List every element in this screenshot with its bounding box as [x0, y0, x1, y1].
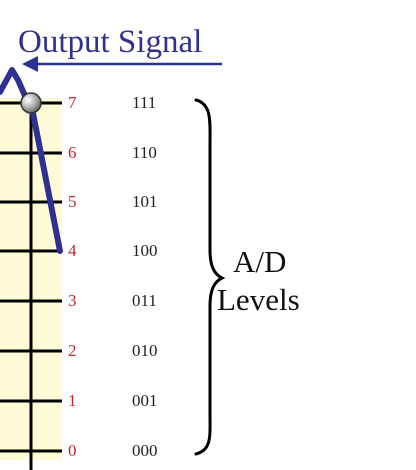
curly-brace-icon — [194, 98, 226, 456]
level-number-2: 2 — [68, 341, 77, 360]
level-number-6: 6 — [68, 143, 77, 162]
arrowhead-icon — [22, 56, 38, 72]
signal-trace — [0, 67, 63, 254]
level-code-111: 111 — [132, 93, 157, 112]
level-code-011: 011 — [132, 291, 157, 310]
level-number-4: 4 — [68, 241, 77, 260]
level-number-3: 3 — [68, 291, 77, 310]
level-code-000: 000 — [132, 441, 158, 460]
level-number-1: 1 — [68, 391, 77, 410]
ad-label-line2: Levels — [217, 282, 300, 317]
level-code-010: 010 — [132, 341, 158, 360]
level-number-5: 5 — [68, 192, 77, 211]
level-code-001: 001 — [132, 391, 158, 410]
level-code-101: 101 — [132, 192, 158, 211]
ad-label-line1: A/D — [233, 244, 287, 279]
level-number-7: 7 — [68, 93, 77, 112]
sample-point-icon — [20, 92, 42, 114]
output-signal-title: Output Signal — [18, 24, 203, 60]
level-code-100: 100 — [132, 241, 158, 260]
level-code-110: 110 — [132, 143, 157, 162]
level-number-0: 0 — [68, 441, 77, 460]
